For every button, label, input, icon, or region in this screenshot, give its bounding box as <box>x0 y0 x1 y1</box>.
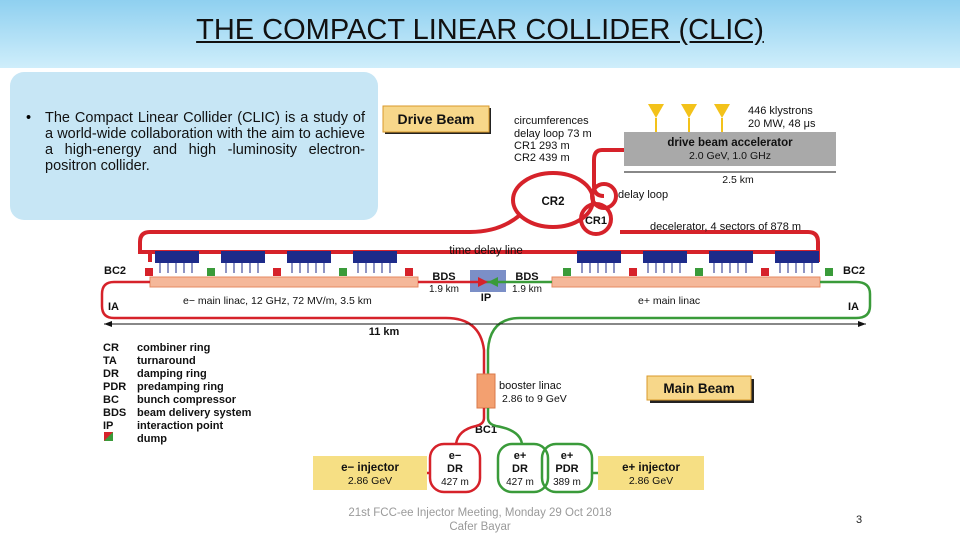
e-minus-damping-ring <box>428 442 482 494</box>
e-minus-injector-label: e− injector <box>341 462 399 474</box>
delay-loop-label: delay loop <box>618 189 668 201</box>
bds-left-length: 1.9 km <box>429 284 459 295</box>
drive-beam-label: Drive Beam <box>397 111 474 127</box>
ring-particle: e− <box>449 450 462 462</box>
booster-linac <box>476 373 496 409</box>
ip-arrow-left <box>478 277 488 287</box>
bullet-box <box>10 72 378 220</box>
e-plus-transfer-line <box>486 280 872 375</box>
e-plus-predamping-ring <box>540 442 594 494</box>
decelerator-modules <box>145 251 833 276</box>
page-number: 3 <box>856 514 863 526</box>
ring-length: 427 m <box>441 477 469 488</box>
cr1-label: CR1 <box>585 215 607 227</box>
bds-right-length: 1.9 km <box>512 284 542 295</box>
ia-right-label: IA <box>848 301 859 313</box>
e-minus-transfer-line <box>100 280 486 375</box>
ring-length: 427 m <box>506 477 534 488</box>
footer-meeting: 21st FCC-ee Injector Meeting, Monday 29 … <box>348 507 612 519</box>
bds-right-label: BDS <box>515 271 538 283</box>
ring-particle: e+ <box>561 450 574 462</box>
klystron-power: 20 MW, 48 μs <box>748 118 816 130</box>
e-plus-injector-box <box>598 456 704 490</box>
bc1-label: BC1 <box>475 424 497 436</box>
accelerator-label: drive beam accelerator <box>667 137 793 149</box>
e-plus-main-linac <box>551 276 821 288</box>
klystron-icons <box>648 104 730 132</box>
legend-desc: turnaround <box>137 355 196 367</box>
e-minus-main-linac-label: e− main linac, 12 GHz, 72 MV/m, 3.5 km <box>183 295 372 307</box>
circ-cr1: CR1 293 m <box>514 140 570 152</box>
decelerator-label: decelerator, 4 sectors of 878 m <box>650 221 801 233</box>
ip-label: IP <box>481 292 491 304</box>
legend-abbr: DR <box>103 368 119 380</box>
legend-desc: beam delivery system <box>137 407 252 419</box>
booster-energy: 2.86 to 9 GeV <box>502 393 567 405</box>
slide-title: THE COMPACT LINEAR COLLIDER (CLIC) <box>196 14 764 46</box>
circ-delay-loop: delay loop 73 m <box>514 128 592 140</box>
legend-abbr: TA <box>103 355 117 367</box>
ring-name: PDR <box>555 463 578 475</box>
booster-label: booster linac <box>499 380 562 392</box>
main-beam-label: Main Beam <box>663 381 734 396</box>
accelerator-length: 2.5 km <box>722 174 754 186</box>
total-length-label: 11 km <box>369 326 400 338</box>
ip-arrow-right <box>488 277 498 287</box>
main-beam-box <box>646 375 752 401</box>
bds-left-label: BDS <box>432 271 455 283</box>
ring-name: DR <box>512 463 528 475</box>
legend-abbr: PDR <box>103 381 126 393</box>
footer-author: Cafer Bayar <box>449 521 511 533</box>
e-minus-main-linac <box>149 276 419 288</box>
e-minus-injector-box <box>313 456 427 490</box>
e-plus-injector-label: e+ injector <box>622 462 680 474</box>
time-delay-label: time delay line <box>449 245 523 257</box>
legend-abbr: IP <box>103 420 113 432</box>
cr2-label: CR2 <box>541 196 564 208</box>
ring-name: DR <box>447 463 463 475</box>
legend-abbr: BC <box>103 394 119 406</box>
bc2-left-label: BC2 <box>104 265 126 277</box>
circ-title: circumferences <box>514 115 589 127</box>
footer: 21st FCC-ee Injector Meeting, Monday 29 … <box>320 506 640 534</box>
e-plus-injector-energy: 2.86 GeV <box>629 475 673 487</box>
legend-desc: bunch compressor <box>137 394 237 406</box>
legend-desc: damping ring <box>137 368 207 380</box>
arrow-right-head <box>858 321 866 327</box>
legend-desc: interaction point <box>137 420 224 432</box>
bullet-marker: • <box>26 110 32 126</box>
ia-left-label: IA <box>108 301 119 313</box>
arrow-left-head <box>104 321 112 327</box>
legend-desc: predamping ring <box>137 381 224 393</box>
drive-beam-accelerator <box>624 132 836 166</box>
legend-abbr: CR <box>103 342 119 354</box>
legend-abbr: BDS <box>103 407 126 419</box>
e-plus-damping-ring <box>496 442 550 494</box>
e-minus-injector-energy: 2.86 GeV <box>348 475 392 487</box>
e-plus-injector-line <box>486 408 524 445</box>
ring-particle: e+ <box>514 450 527 462</box>
klystron-count: 446 klystrons <box>748 105 813 117</box>
bc2-right-label: BC2 <box>843 265 865 277</box>
drive-beam-box <box>382 105 490 133</box>
e-minus-injector-line <box>454 408 486 445</box>
title-bar <box>0 0 960 68</box>
legend: CR combiner ring TA turnaround DR dampin… <box>103 342 252 445</box>
bullet-text: The Compact Linear Collider (CLIC) is a … <box>45 110 365 174</box>
circ-cr2: CR2 439 m <box>514 152 570 164</box>
accelerator-energy: 2.0 GeV, 1.0 GHz <box>689 150 771 162</box>
legend-desc: dump <box>137 433 167 445</box>
ring-length: 389 m <box>553 477 581 488</box>
legend-desc: combiner ring <box>137 342 210 354</box>
e-plus-main-linac-label: e+ main linac <box>638 295 700 307</box>
